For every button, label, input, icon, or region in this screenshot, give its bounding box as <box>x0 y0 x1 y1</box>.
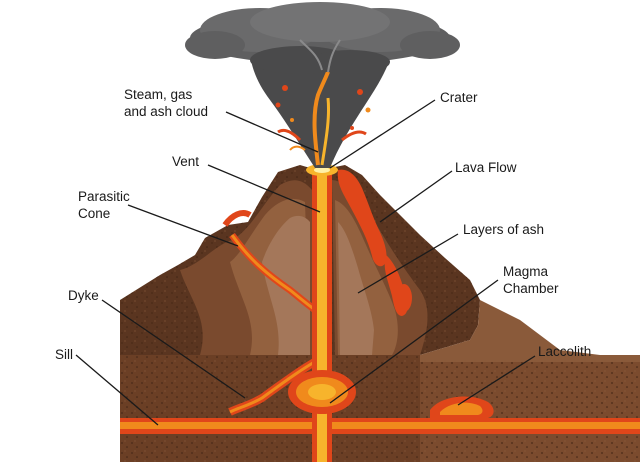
leader-magma-chamber <box>329 279 499 404</box>
leader-vent <box>207 164 321 213</box>
label-parasitic-cone: Parasitic Cone <box>78 189 130 221</box>
label-crater: Crater <box>440 90 478 105</box>
label-laccolith: Laccolith <box>538 344 592 359</box>
leader-crater <box>329 99 436 169</box>
laccolith <box>430 396 494 418</box>
main-vent <box>288 170 356 462</box>
sill <box>120 418 640 434</box>
label-dyke: Dyke <box>68 288 99 303</box>
label-sill: Sill <box>55 347 74 362</box>
label-steam-cloud: Steam, gas and ash cloud <box>124 87 209 119</box>
leader-lines <box>75 99 536 426</box>
ground-block <box>120 355 640 462</box>
leader-lava-flow <box>379 170 453 223</box>
label-magma-chamber: Magma Chamber <box>503 264 559 296</box>
lava-flow <box>337 169 412 316</box>
label-lava-flow: Lava Flow <box>455 160 517 175</box>
parasitic-conduit <box>222 210 321 315</box>
label-vent: Vent <box>172 154 200 169</box>
ash-cloud <box>185 2 460 74</box>
leader-layers-of-ash <box>357 233 459 294</box>
leader-steam <box>225 111 319 153</box>
dyke-conduit <box>228 356 320 416</box>
leader-laccolith <box>457 355 536 406</box>
label-layers-of-ash: Layers of ash <box>463 222 545 237</box>
leader-sill <box>75 354 159 426</box>
leader-parasitic-cone <box>127 204 239 247</box>
leader-dyke <box>101 299 246 399</box>
